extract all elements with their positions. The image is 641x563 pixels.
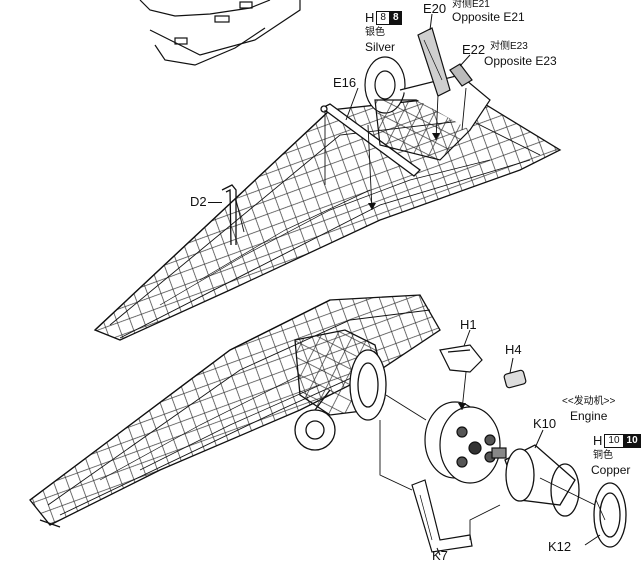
label-E21-cn: 对侧E21 <box>452 0 490 10</box>
label-E23-cn: 对侧E23 <box>490 41 528 52</box>
paint-callout-copper: H 10 10 <box>593 433 641 448</box>
paint-copper-en: Copper <box>591 463 631 477</box>
engine-label-cn: <<发动机>> <box>562 396 616 407</box>
part-E22-link <box>449 63 473 87</box>
part-K10-cowling <box>504 444 580 517</box>
leader-D2 <box>208 202 222 203</box>
part-E16-rod <box>320 103 421 177</box>
label-K10: K10 <box>533 416 557 431</box>
label-E21-en: Opposite E21 <box>452 10 525 24</box>
part-E20-strut <box>417 27 451 97</box>
paint-code-inverse: 10 <box>623 433 641 448</box>
paint-silver-en: Silver <box>365 40 396 54</box>
paint-silver-cn: 银色 <box>365 27 385 38</box>
engine-nacelle <box>294 329 387 451</box>
paint-code: 8 <box>376 10 390 25</box>
paint-code-inverse: 8 <box>389 10 402 25</box>
label-E16: E16 <box>333 75 357 90</box>
label-H1: H1 <box>460 317 477 332</box>
paint-copper-cn: 铜色 <box>593 450 613 461</box>
label-E20: E20 <box>423 1 447 16</box>
paint-code: 10 <box>604 433 624 448</box>
part-K7-exhaust <box>411 479 473 553</box>
paint-letter: H <box>593 433 603 448</box>
label-D2: D2 <box>190 194 207 209</box>
paint-callout-silver: H 8 8 <box>365 10 402 25</box>
gear-bay-assembly <box>364 56 491 161</box>
part-K12-ring <box>593 482 627 548</box>
label-E22: E22 <box>462 42 486 57</box>
label-E23-en: Opposite E23 <box>484 54 557 68</box>
part-H1 <box>439 344 483 373</box>
label-K12: K12 <box>548 539 572 554</box>
paint-letter: H <box>365 10 375 25</box>
part-D2 <box>221 184 237 246</box>
label-K7: K7 <box>432 548 448 563</box>
engine-label-en: Engine <box>570 409 608 423</box>
engine-block <box>424 401 507 484</box>
upper-wing-fragment <box>139 0 301 66</box>
part-H4 <box>503 369 527 389</box>
label-H4: H4 <box>505 342 522 357</box>
